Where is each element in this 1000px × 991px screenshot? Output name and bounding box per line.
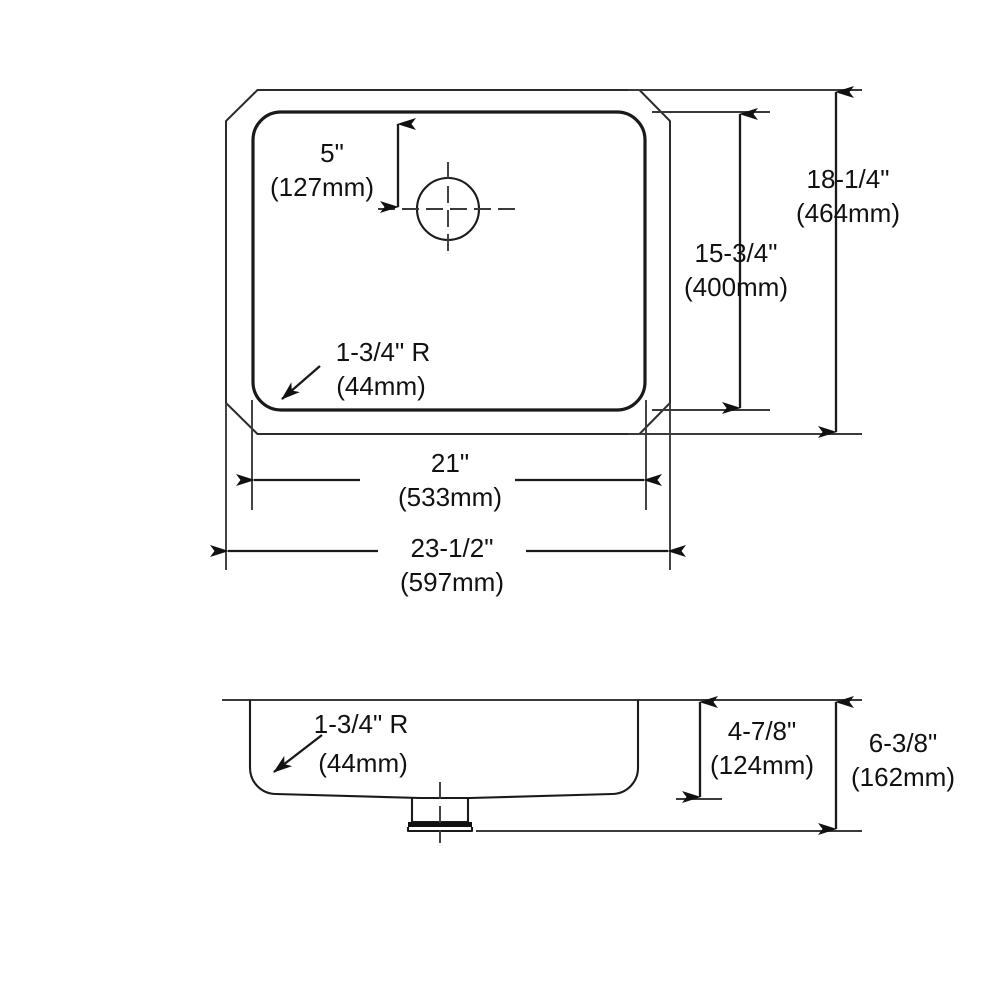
top-view-group: 5" (127mm) 1-3/4" R (44mm) 15-3/4" (400m… bbox=[210, 86, 900, 597]
dim-overall-width-metric: (597mm) bbox=[400, 567, 504, 597]
sink-outer-rim-outline bbox=[225, 89, 671, 435]
dim-corner-radius-leader-side bbox=[273, 734, 323, 773]
dim-corner-radius-leader-top bbox=[281, 365, 321, 400]
dim-corner-radius-imperial-side: 1-3/4" R bbox=[314, 709, 409, 739]
dim-corner-radius-metric-side: (44mm) bbox=[318, 748, 408, 778]
dim-drain-offset-imperial: 5" bbox=[320, 138, 344, 168]
dim-corner-radius-imperial-top: 1-3/4" R bbox=[336, 337, 431, 367]
dim-side-overall-height-metric: (162mm) bbox=[851, 762, 955, 792]
dim-side-overall-height-imperial: 6-3/8" bbox=[869, 728, 938, 758]
dim-bowl-width-metric: (533mm) bbox=[398, 482, 502, 512]
dim-overall-depth-metric: (464mm) bbox=[796, 198, 900, 228]
dim-corner-radius-metric-top: (44mm) bbox=[336, 371, 426, 401]
side-view-group: 1-3/4" R (44mm) 4-7/8" (124mm) 6-3/8" (1… bbox=[222, 696, 955, 843]
sink-side-profile-outline bbox=[248, 700, 640, 800]
drain-flange-band bbox=[408, 822, 472, 827]
dim-overall-depth-imperial: 18-1/4" bbox=[807, 164, 890, 194]
dim-side-bowl-depth-imperial: 4-7/8" bbox=[728, 716, 797, 746]
dim-drain-offset-metric: (127mm) bbox=[270, 172, 374, 202]
dim-bowl-width-imperial: 21" bbox=[431, 448, 469, 478]
dim-side-bowl-depth-metric: (124mm) bbox=[710, 750, 814, 780]
dim-bowl-depth-imperial: 15-3/4" bbox=[695, 238, 778, 268]
dim-bowl-depth-metric: (400mm) bbox=[684, 272, 788, 302]
sink-bowl-outline bbox=[251, 110, 647, 412]
dim-overall-width-imperial: 23-1/2" bbox=[411, 533, 494, 563]
